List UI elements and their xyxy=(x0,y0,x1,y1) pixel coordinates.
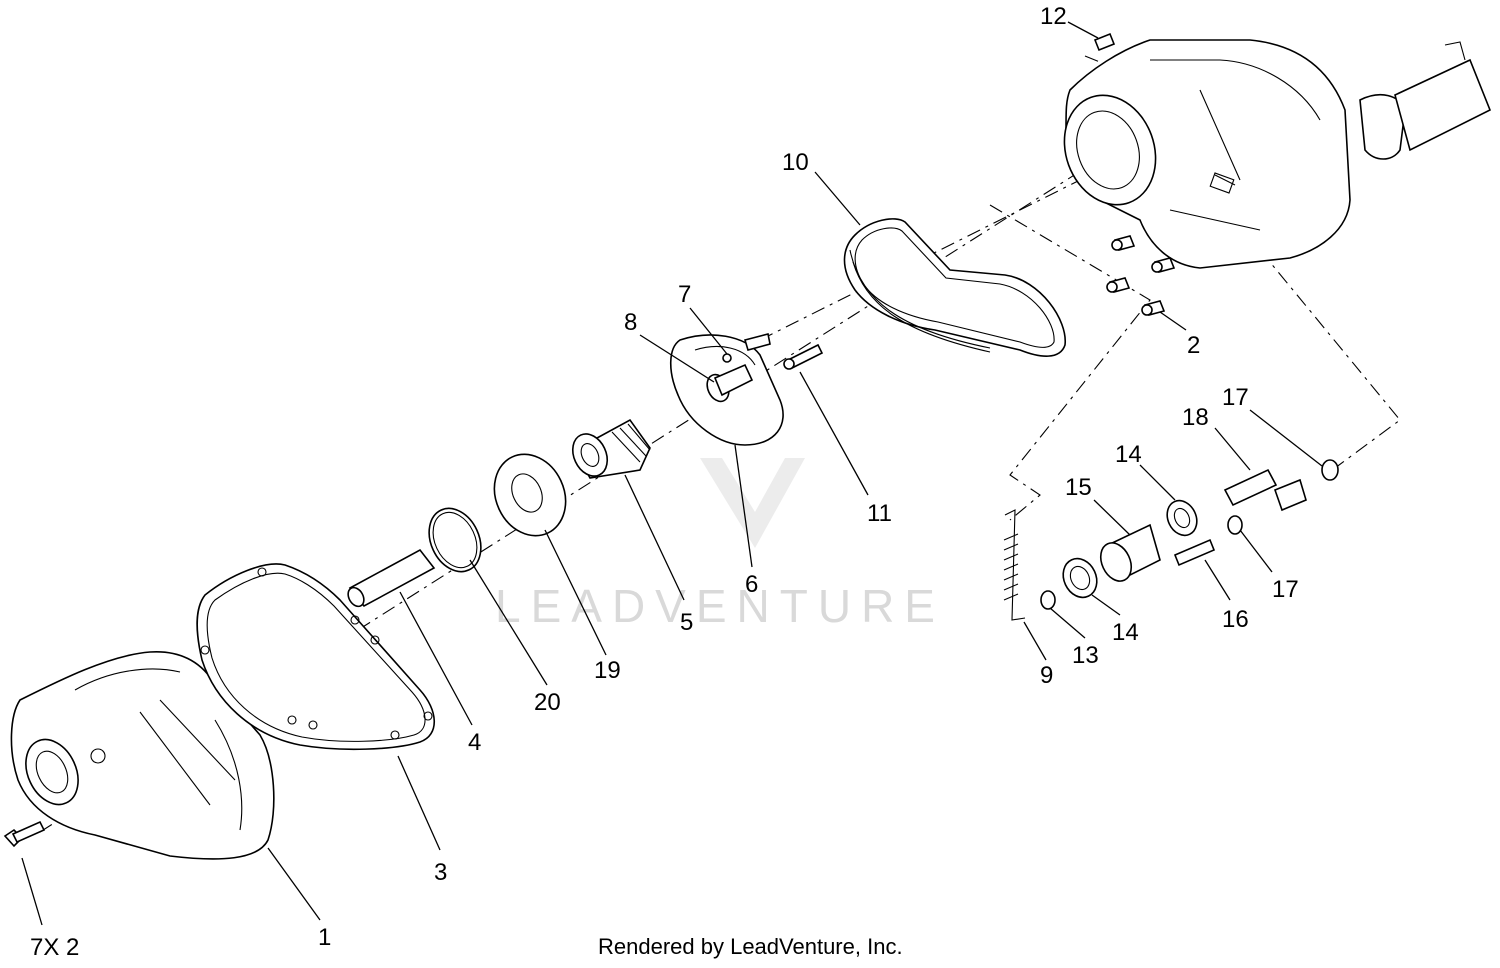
callout-14-upper: 14 xyxy=(1115,441,1142,468)
part-pin xyxy=(783,343,824,370)
part-shaft xyxy=(347,548,436,608)
part-pulley-guard xyxy=(669,333,784,446)
part-cover xyxy=(10,651,275,860)
part-hub xyxy=(571,418,651,479)
part-bearing-a xyxy=(1062,557,1098,599)
part-gasket xyxy=(196,563,435,751)
callout-3: 3 xyxy=(434,859,447,886)
callout-13: 13 xyxy=(1072,642,1099,669)
callout-20: 20 xyxy=(534,689,561,716)
part-tensioner xyxy=(1003,459,1339,621)
part-spring xyxy=(1004,509,1026,621)
part-belt xyxy=(843,218,1066,357)
callout-8: 8 xyxy=(624,309,637,336)
watermark: LEADVENTURE xyxy=(495,458,945,632)
part-dowel xyxy=(1093,32,1116,52)
callout-9: 9 xyxy=(1040,662,1053,689)
part-housing xyxy=(1063,39,1492,269)
callout-18: 18 xyxy=(1182,404,1209,431)
callout-14-lower: 14 xyxy=(1112,619,1139,646)
part-arm xyxy=(1223,468,1278,507)
callout-6: 6 xyxy=(745,571,758,598)
callout-12: 12 xyxy=(1040,3,1067,30)
callouts: 1 2 3 4 5 6 7 8 9 10 11 12 13 14 14 15 1… xyxy=(30,3,1299,961)
watermark-logo-icon xyxy=(700,458,805,548)
part-o-ring xyxy=(428,507,482,573)
callout-17-lower: 17 xyxy=(1272,576,1299,603)
part-bearing-b xyxy=(1166,499,1198,537)
part-bolt xyxy=(1173,538,1216,567)
quantity-note: 7X 2 xyxy=(30,934,79,961)
part-cover-bolt xyxy=(3,820,46,848)
part-retaining-ring xyxy=(1040,590,1056,610)
callout-2: 2 xyxy=(1187,332,1200,359)
callout-4: 4 xyxy=(468,729,481,756)
part-clip xyxy=(722,353,732,363)
callout-5: 5 xyxy=(680,609,693,636)
callout-10: 10 xyxy=(782,149,809,176)
callout-17-upper: 17 xyxy=(1222,384,1249,411)
callout-16: 16 xyxy=(1222,606,1249,633)
callout-1: 1 xyxy=(318,924,331,951)
callout-7: 7 xyxy=(678,281,691,308)
part-washer-a xyxy=(1227,515,1243,535)
part-housing-bolts xyxy=(1106,235,1176,316)
part-washer-b xyxy=(1321,459,1339,481)
render-credit: Rendered by LeadVenture, Inc. xyxy=(598,934,903,959)
part-seal xyxy=(493,453,567,537)
leader-lines xyxy=(21,21,1323,926)
watermark-text: LEADVENTURE xyxy=(495,580,945,632)
callout-15: 15 xyxy=(1065,474,1092,501)
callout-11: 11 xyxy=(867,500,892,527)
callout-19: 19 xyxy=(594,657,621,684)
